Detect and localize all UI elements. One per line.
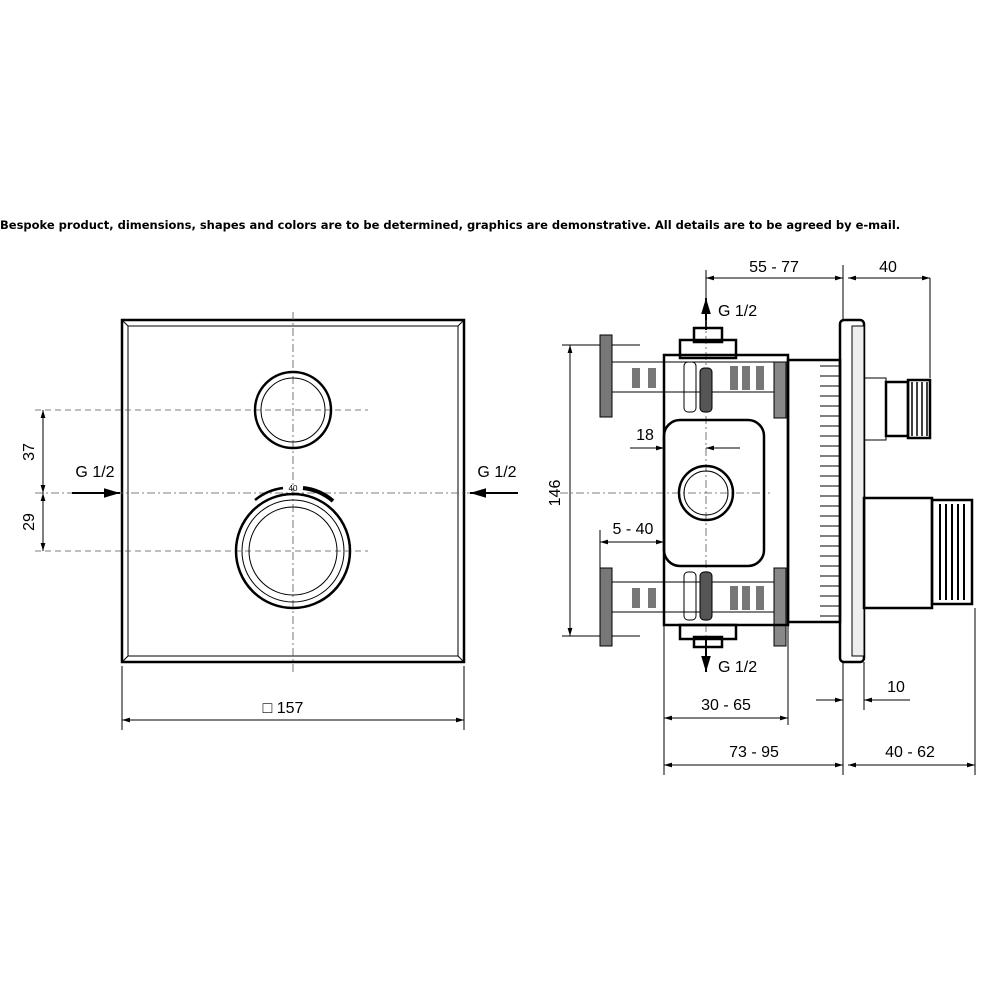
outlet-top-label: G 1/2 — [718, 303, 757, 320]
side-view: 55 - 77 40 G 1/2 146 — [547, 259, 976, 775]
inlet-left-label: G 1/2 — [75, 464, 114, 481]
valve-body — [662, 353, 790, 627]
dim-73-95: 73 - 95 — [729, 744, 779, 761]
dim-146: 146 — [547, 480, 564, 507]
dim-width: □ 157 — [263, 700, 304, 717]
thermostat-knob-side — [930, 498, 974, 606]
inlet-right-label: G 1/2 — [477, 464, 516, 481]
dim-40-62: 40 - 62 — [885, 744, 935, 761]
diverter-knob — [253, 370, 333, 450]
wall-flange-top — [599, 334, 613, 418]
dim-10: 10 — [887, 679, 905, 696]
disclaimer-note: Bespoke product, dimensions, shapes and … — [0, 218, 901, 232]
dim-40-top: 40 — [879, 259, 897, 276]
scale-mark: 40 — [289, 484, 298, 493]
dim-5-40: 5 - 40 — [613, 521, 654, 538]
outlet-bottom-label: G 1/2 — [718, 659, 757, 676]
inlet-port — [677, 464, 735, 522]
thermostat-knob — [234, 492, 352, 610]
diverter-knob-side — [906, 378, 932, 440]
dim-29: 29 — [21, 513, 38, 531]
dim-55-77: 55 - 77 — [749, 259, 799, 276]
front-view: 40 37 29 G 1/2 G 1/2 □ 157 — [21, 312, 518, 730]
dim-18: 18 — [636, 427, 654, 444]
dim-30-65: 30 - 65 — [701, 697, 751, 714]
dim-37: 37 — [21, 443, 38, 461]
wall-flange-bottom — [599, 567, 613, 647]
